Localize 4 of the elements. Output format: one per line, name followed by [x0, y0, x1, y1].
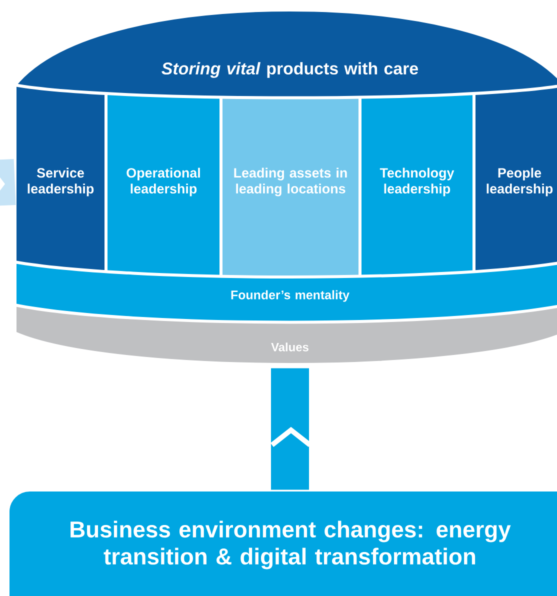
- node-label: People leadership: [486, 168, 553, 196]
- foundation-band: Founder’s mentality: [14, 260, 557, 324]
- context-box: Business environment changes: energy transition & digital transformation: [6, 488, 557, 596]
- arrow: [0, 159, 16, 207]
